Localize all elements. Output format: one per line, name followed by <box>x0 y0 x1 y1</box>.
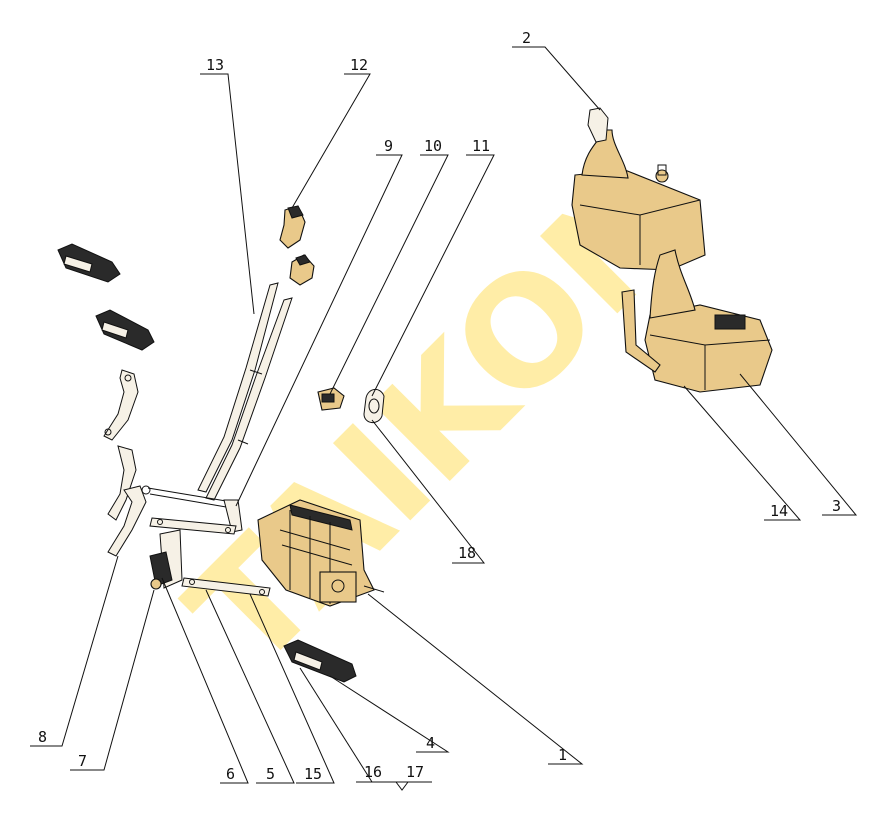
link-rod <box>147 487 243 533</box>
callout-12: 12 <box>350 56 368 74</box>
callout-18: 18 <box>458 544 476 562</box>
callout-9: 9 <box>384 137 393 155</box>
pedal-top-left <box>57 243 121 283</box>
joystick-console-lower <box>621 249 773 393</box>
callout-labels: 2 13 12 9 10 11 18 14 3 1 4 16 17 15 5 6… <box>38 29 841 783</box>
joystick-console-upper <box>571 107 706 271</box>
callout-10: 10 <box>424 137 442 155</box>
callout-4: 4 <box>426 734 435 752</box>
linkage-bracket-upper <box>103 369 139 441</box>
callout-7: 7 <box>78 752 87 770</box>
pedal-bottom <box>283 639 357 683</box>
callout-13: 13 <box>206 56 224 74</box>
valve-block <box>257 499 385 607</box>
sensor-switch <box>317 387 345 411</box>
callout-14: 14 <box>770 502 788 520</box>
linkage-bracket-lower <box>107 445 151 557</box>
control-rods <box>197 282 293 501</box>
callout-1: 1 <box>558 746 567 764</box>
flat-plate-upper <box>149 517 237 535</box>
callout-8: 8 <box>38 728 47 746</box>
gasket <box>363 389 385 423</box>
knob-lower <box>289 254 315 286</box>
pedal-middle-left <box>95 309 155 351</box>
callout-6: 6 <box>226 765 235 783</box>
callout-17: 17 <box>406 763 424 781</box>
flat-plate-lower <box>181 577 271 597</box>
callout-leaders <box>30 46 858 791</box>
knob-upper <box>279 205 306 249</box>
callout-3: 3 <box>832 497 841 515</box>
valve-actuator <box>149 529 183 590</box>
callout-16: 16 <box>364 763 382 781</box>
callout-2: 2 <box>522 29 531 47</box>
callout-5: 5 <box>266 765 275 783</box>
callout-15: 15 <box>304 765 322 783</box>
callout-11: 11 <box>472 137 490 155</box>
